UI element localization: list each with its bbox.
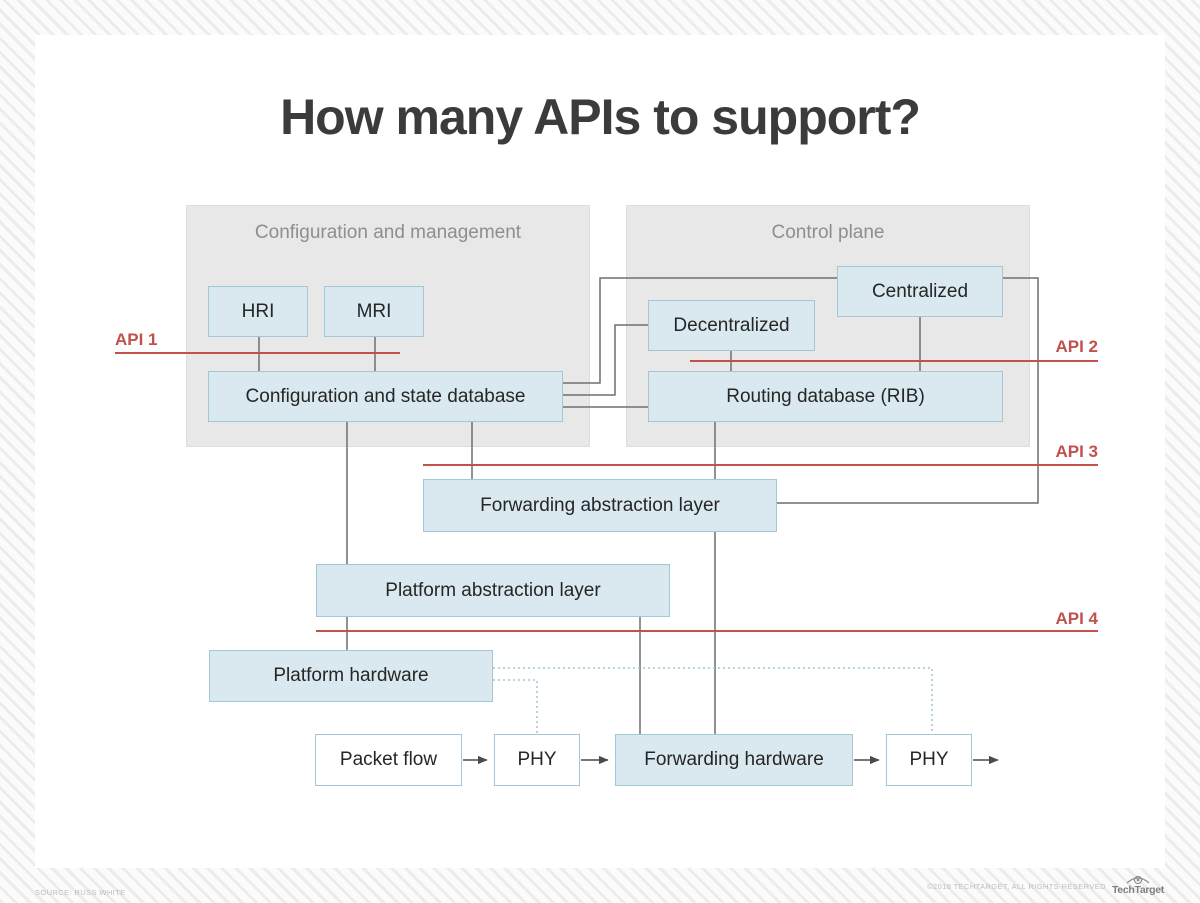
diagram-card bbox=[35, 35, 1165, 868]
eye-target-icon bbox=[1126, 875, 1150, 885]
api1-label: API 1 bbox=[115, 330, 158, 349]
diagram-box-config-state-database: Configuration and state database bbox=[208, 371, 563, 422]
diagram-box-phy-left: PHY bbox=[494, 734, 580, 786]
techtarget-logo: TechTarget bbox=[1112, 872, 1164, 896]
diagram-box-mri: MRI bbox=[324, 286, 424, 337]
diagram-box-platform-hardware: Platform hardware bbox=[209, 650, 493, 702]
diagram-box-decentralized: Decentralized bbox=[648, 300, 815, 351]
diagram-box-phy-right: PHY bbox=[886, 734, 972, 786]
brand-wordmark: TechTarget bbox=[1111, 884, 1164, 896]
diagram-box-packet-flow: Packet flow bbox=[315, 734, 462, 786]
diagram-box-platform-abstraction-layer: Platform abstraction layer bbox=[316, 564, 670, 617]
diagram-box-forwarding-abstraction-layer: Forwarding abstraction layer bbox=[423, 479, 777, 532]
panel-configuration-management-label: Configuration and management bbox=[254, 222, 522, 243]
footer-right: ©2018 TECHTARGET, ALL RIGHTS RESERVED Te… bbox=[927, 872, 1164, 896]
api3-label: API 3 bbox=[1055, 442, 1098, 461]
diagram-box-centralized: Centralized bbox=[837, 266, 1003, 317]
api2-label: API 2 bbox=[1055, 337, 1098, 356]
api4-label: API 4 bbox=[1055, 609, 1098, 628]
panel-control-plane-label: Control plane bbox=[771, 222, 885, 243]
page-title: How many APIs to support? bbox=[280, 89, 921, 145]
diagram-box-hri: HRI bbox=[208, 286, 308, 337]
diagram-box-forwarding-hardware: Forwarding hardware bbox=[615, 734, 853, 786]
diagram-box-routing-database: Routing database (RIB) bbox=[648, 371, 1003, 422]
source-credit: SOURCE: RUSS WHITE bbox=[35, 888, 126, 897]
copyright-text: ©2018 TECHTARGET, ALL RIGHTS RESERVED bbox=[927, 881, 1106, 891]
